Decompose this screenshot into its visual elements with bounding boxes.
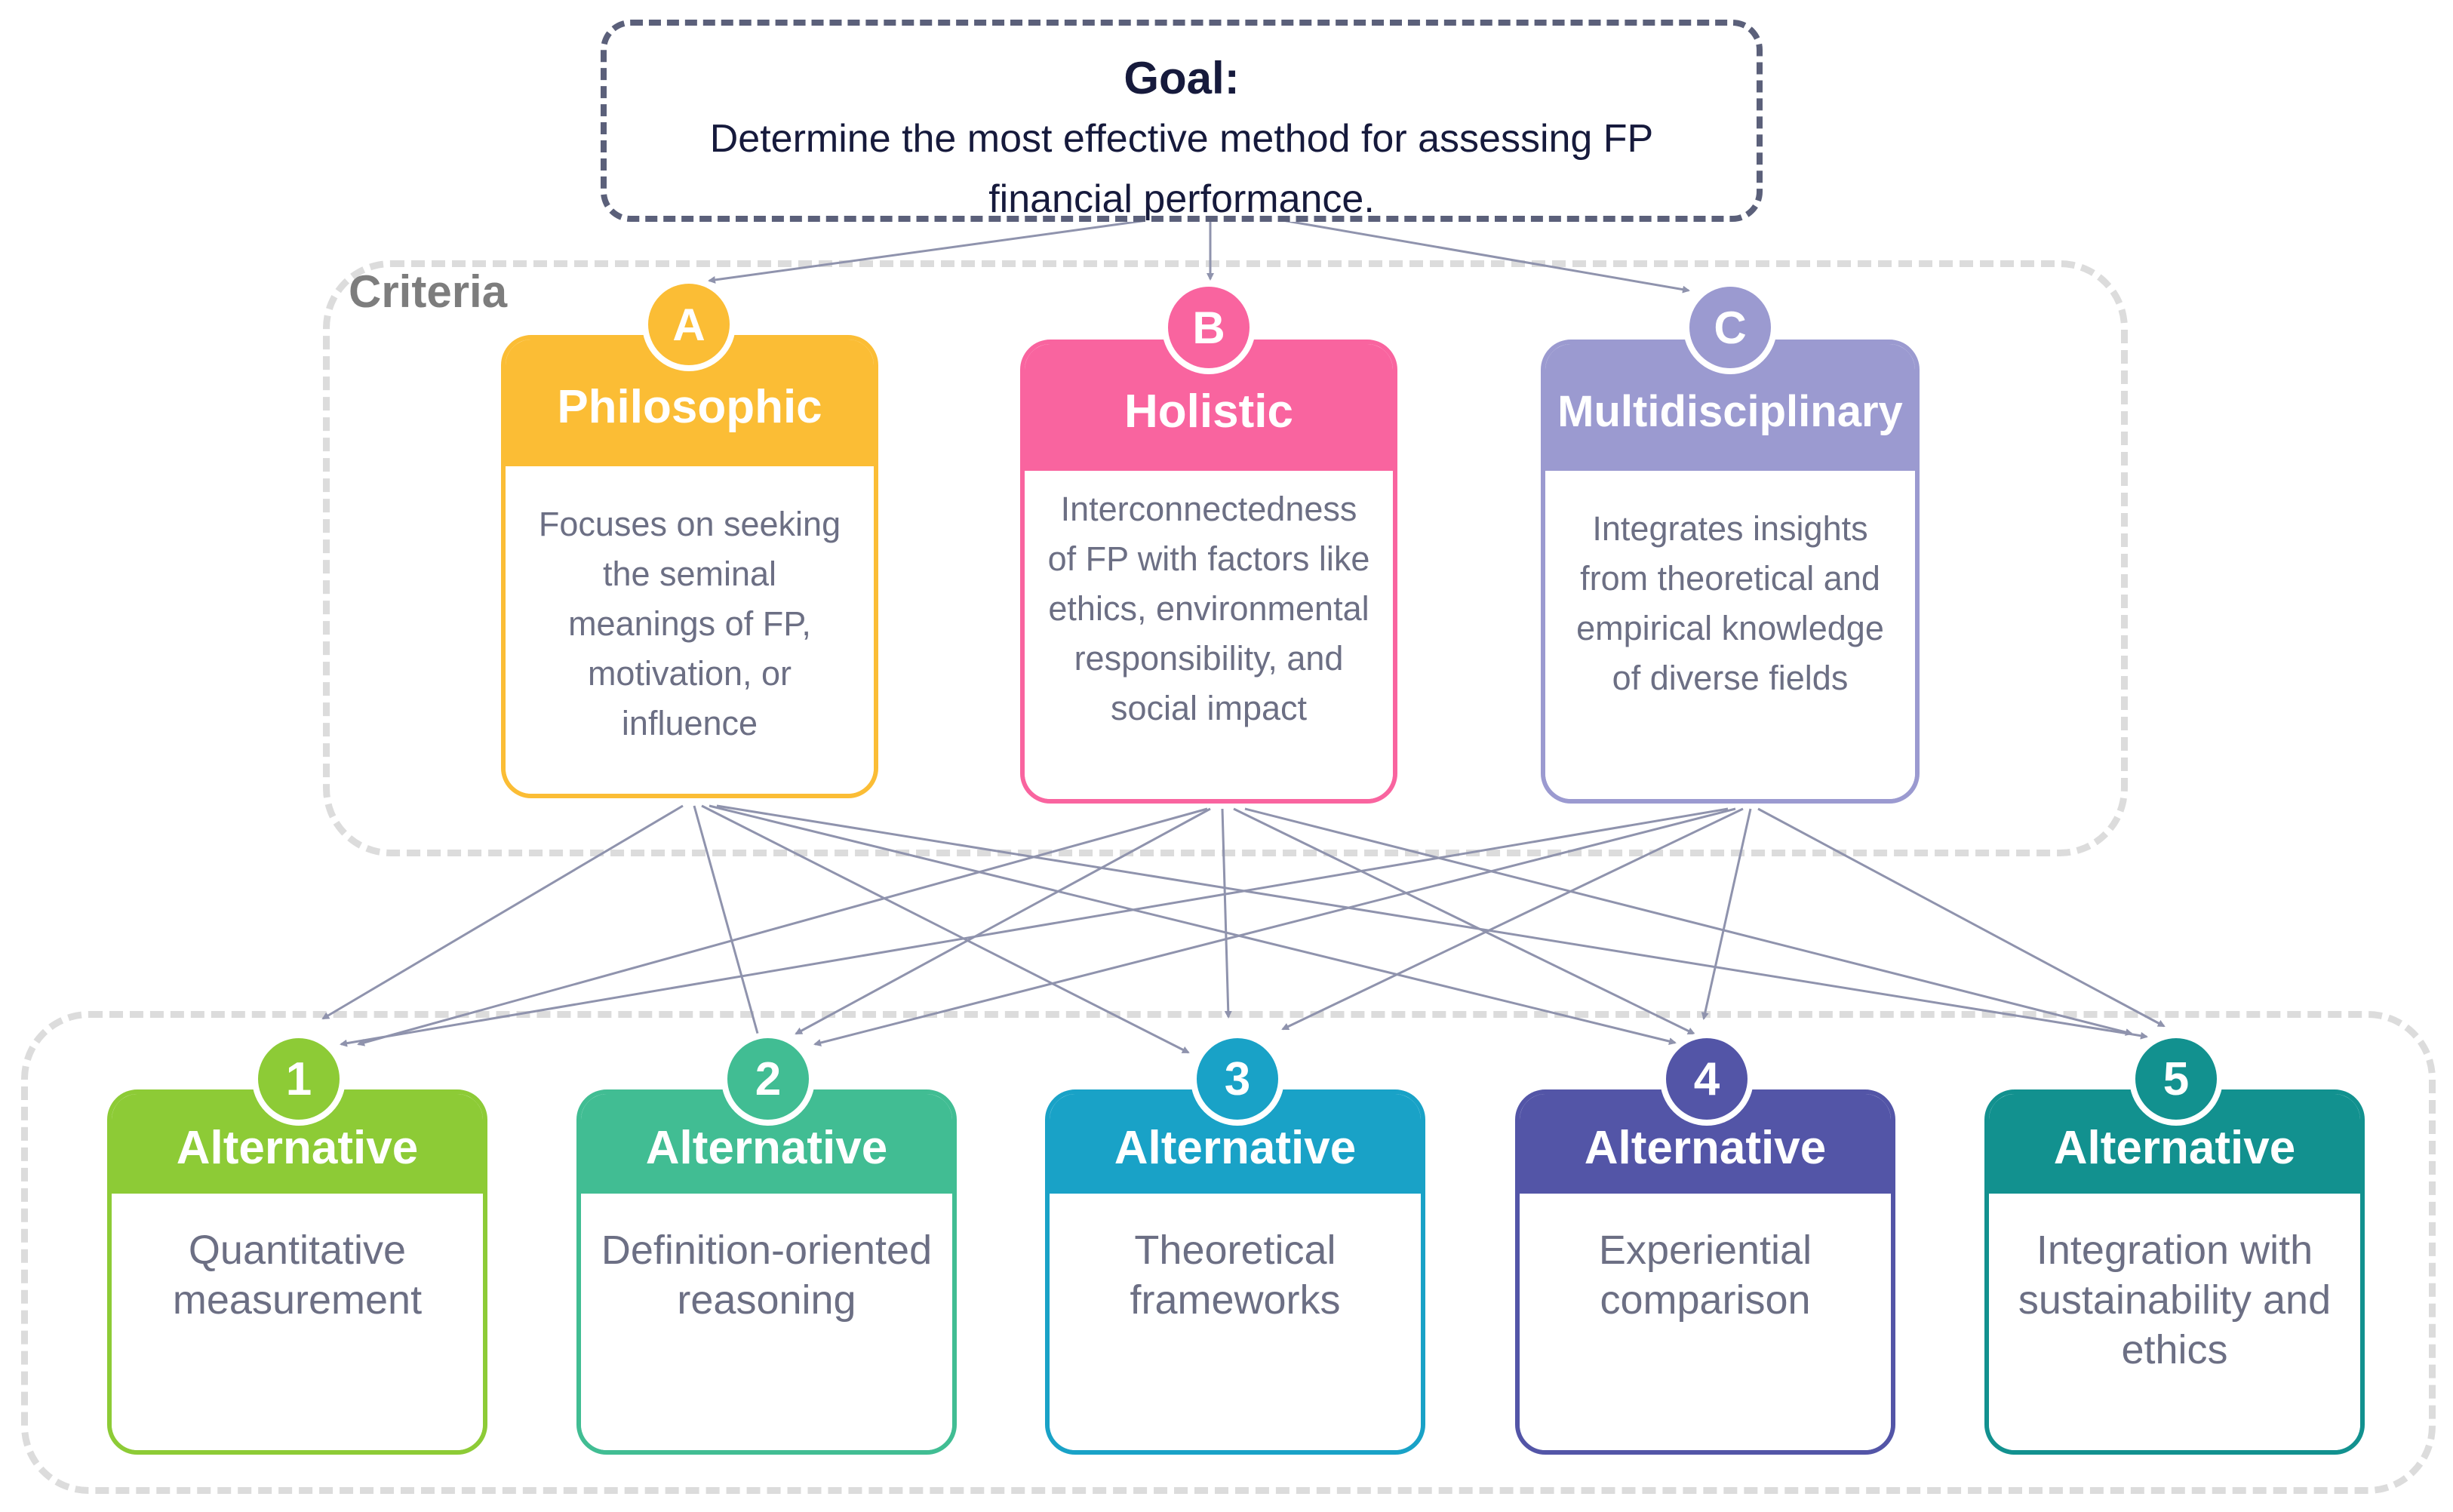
alternative-description: Integration with sustainability and ethi… [2018,1228,2332,1372]
criterion-title: Multidisciplinary [1557,386,1903,436]
criterion-body: Integrates insights from theoretical and… [1545,471,1915,799]
alternative-body: Definition-oriented reasoning [581,1194,952,1450]
arrow-c-to-1 [340,807,1729,1047]
criteria-label: Criteria [349,266,508,317]
alternative-description: Experiential comparison [1598,1228,1812,1323]
alternative-title: Alternative [1114,1121,1357,1174]
criterion-title: Holistic [1124,385,1293,438]
criterion-header: Holistic [1025,344,1393,471]
goal-text: Determine the most effective method for … [709,117,1654,221]
criterion-badge-a: A [642,278,736,371]
goal-title: Goal: [1124,53,1240,103]
arrow-c-to-3 [1281,807,1744,1031]
alternative-body: Theoretical frameworks [1050,1194,1421,1450]
arrow-goal-to-a [708,219,1148,284]
criteria-frame [323,260,2128,856]
criterion-body: Focuses on seeking the seminal meanings … [506,466,874,794]
arrow-b-to-4 [1233,807,1695,1035]
criterion-description: Focuses on seeking the seminal meanings … [538,505,841,742]
criterion-card-philosophic: Philosophic Focuses on seeking the semin… [501,335,878,798]
alternative-description: Quantitative measurement [172,1228,423,1323]
alternative-body: Integration with sustainability and ethi… [1989,1194,2360,1450]
alternative-title: Alternative [645,1121,888,1174]
criterion-description: Integrates insights from theoretical and… [1576,509,1884,697]
arrow-a-to-3 [701,804,1190,1054]
alternative-card-2: Alternative Definition-oriented reasonin… [576,1089,957,1455]
alternative-card-1: Alternative Quantitative measurement [107,1089,487,1455]
alternative-card-4: Alternative Experiential comparison [1515,1089,1895,1455]
alternative-badge-3: 3 [1191,1032,1284,1126]
criterion-body: Interconnectedness of FP with factors li… [1025,471,1393,799]
criterion-card-holistic: Holistic Interconnectedness of FP with f… [1020,340,1397,804]
arrow-c-to-5 [1757,807,2166,1028]
alternative-title: Alternative [176,1121,419,1174]
arrow-a-to-1 [321,804,684,1020]
arrow-goal-to-c [1282,219,1690,293]
alternative-description: Definition-oriented reasoning [601,1228,933,1323]
alternative-card-3: Alternative Theoretical frameworks [1045,1089,1425,1455]
alternative-card-5: Alternative Integration with sustainabil… [1984,1089,2365,1455]
alternative-badge-4: 4 [1660,1032,1754,1126]
arrow-c-to-4 [1701,808,1752,1020]
alternative-body: Quantitative measurement [112,1194,483,1450]
arrow-a-to-2 [693,805,763,1046]
alternative-header: Alternative [1520,1094,1891,1194]
criterion-badge-c: C [1683,281,1777,374]
criterion-badge-b: B [1162,281,1256,374]
criterion-description: Interconnectedness of FP with factors li… [1047,490,1370,727]
goal-box: Goal: Determine the most effective metho… [601,20,1763,222]
arrow-c-to-2 [813,807,1736,1046]
criterion-card-multidisciplinary: Multidisciplinary Integrates insights fr… [1541,340,1920,804]
arrow-b-to-3 [1221,808,1232,1019]
alternative-description: Theoretical frameworks [1130,1228,1341,1323]
alternative-badge-5: 5 [2129,1032,2223,1126]
alternative-badge-1: 1 [252,1032,346,1126]
arrow-b-to-5 [1244,807,2133,1036]
alternative-title: Alternative [2053,1121,2296,1174]
arrow-b-to-2 [795,807,1211,1035]
arrow-a-to-4 [709,804,1677,1045]
alternative-badge-2: 2 [721,1032,815,1126]
arrow-a-to-5 [716,804,2148,1040]
alternative-title: Alternative [1584,1121,1827,1174]
criterion-title: Philosophic [557,380,822,433]
alternative-body: Experiential comparison [1520,1194,1891,1450]
arrow-b-to-1 [357,807,1208,1046]
